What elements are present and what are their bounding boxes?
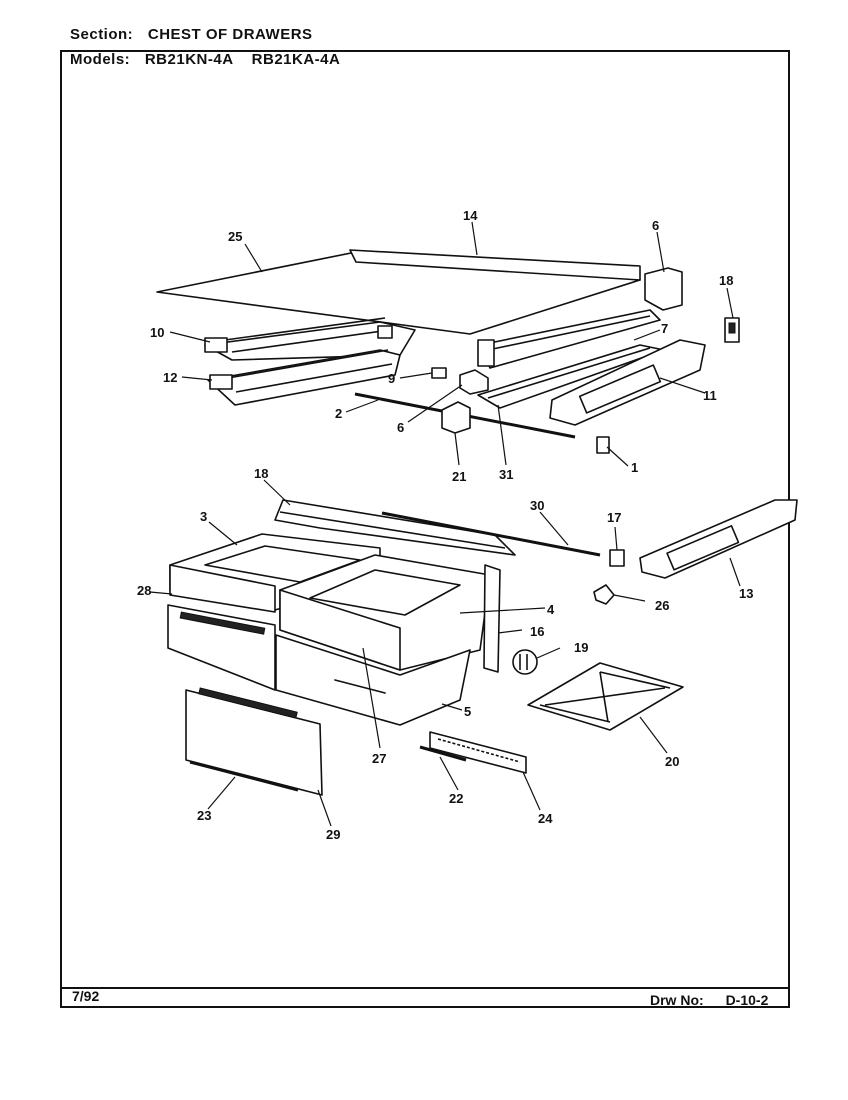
part-11-support [549, 339, 706, 426]
part-18-clip-upper [724, 317, 740, 343]
drawing-label: Drw No: [650, 992, 704, 1008]
part-8-bracket [459, 369, 489, 395]
part-30-rod [381, 511, 601, 557]
callout-18-upper: 18 [719, 273, 733, 288]
footer-divider [62, 987, 788, 989]
callout-31: 31 [499, 467, 513, 482]
part-12-left-rail [207, 349, 401, 406]
part-13-support [639, 499, 798, 579]
callout-13: 13 [739, 586, 753, 601]
section-heading: Section: CHEST OF DRAWERS [70, 26, 313, 43]
callout-16: 16 [530, 624, 544, 639]
footer-date: 7/92 [72, 988, 100, 1004]
part-9-clip [431, 367, 447, 379]
callout-21: 21 [452, 469, 466, 484]
part-14-trim [349, 249, 641, 281]
part-22-strip [419, 745, 467, 762]
models-heading: Models: RB21KN-4A RB21KA-4A [70, 51, 340, 68]
callout-1: 1 [631, 460, 638, 475]
leader-lines [149, 221, 741, 827]
section-value: CHEST OF DRAWERS [147, 26, 313, 43]
callout-labels: 1 2 3 4 5 6 6 7 8 9 10 11 12 13 14 16 17… [137, 208, 753, 842]
callout-30: 30 [530, 498, 544, 513]
callout-7: 7 [661, 321, 668, 336]
model-1: RB21KN-4A [144, 51, 233, 68]
part-1-clip [596, 436, 610, 454]
part-17-clip [609, 549, 625, 567]
callout-27: 27 [372, 751, 386, 766]
callout-6-upper: 6 [652, 218, 659, 233]
callout-12: 12 [163, 370, 177, 385]
part-23-trim-strip [189, 760, 299, 792]
drawing-number-block: Drw No: D-10-2 [650, 992, 768, 1008]
callout-14: 14 [463, 208, 478, 223]
part-lower-drawer-left [167, 604, 276, 691]
callout-10: 10 [150, 325, 164, 340]
models-label: Models: [70, 51, 131, 68]
part-24-grille [429, 731, 527, 774]
callout-20: 20 [665, 754, 679, 769]
callout-3: 3 [200, 509, 207, 524]
part-6-end-cap-upper [644, 267, 683, 311]
callout-4: 4 [547, 602, 555, 617]
callout-17: 17 [607, 510, 621, 525]
callout-29: 29 [326, 827, 340, 842]
part-21-block [441, 401, 471, 434]
callout-6-lower: 6 [397, 420, 404, 435]
section-label: Section: [70, 26, 134, 43]
part-rail-right-upper [477, 309, 661, 369]
callout-5: 5 [464, 704, 471, 719]
callout-2: 2 [335, 406, 342, 421]
callout-9: 9 [388, 371, 395, 386]
part-26-cam [593, 584, 615, 605]
callout-26: 26 [655, 598, 669, 613]
part-19-roller [512, 649, 538, 675]
callout-22: 22 [449, 791, 463, 806]
part-16-side-panel [483, 564, 501, 673]
drawing-number: D-10-2 [725, 992, 769, 1008]
part-4-drawer-right [279, 554, 491, 671]
model-2: RB21KA-4A [251, 51, 341, 68]
part-20-tray [527, 662, 684, 731]
part-27-lower-drawer-right [275, 634, 471, 726]
part-10-left-rail [204, 317, 416, 361]
callout-24: 24 [538, 811, 553, 826]
callout-25: 25 [228, 229, 242, 244]
diagram-frame [60, 50, 790, 1008]
callout-23: 23 [197, 808, 211, 823]
callout-18-lower: 18 [254, 466, 268, 481]
callout-28: 28 [137, 583, 151, 598]
callout-19: 19 [574, 640, 588, 655]
callout-11: 11 [703, 388, 717, 403]
